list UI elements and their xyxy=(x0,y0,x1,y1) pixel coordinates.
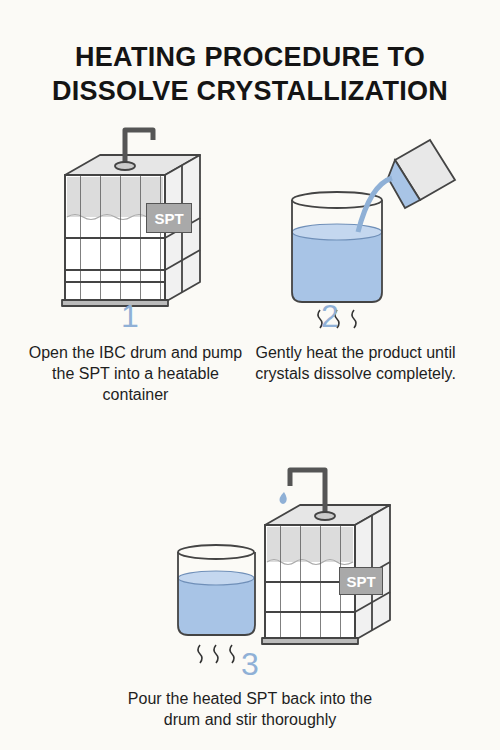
panel-text: SPT xyxy=(346,573,375,590)
beaker xyxy=(292,192,382,302)
ibc-tank xyxy=(262,470,390,644)
beaker xyxy=(178,545,255,635)
panel-text: SPT xyxy=(154,210,183,227)
label-panel: SPT xyxy=(339,567,383,595)
step-text: Gently heat the product until crystals d… xyxy=(248,342,463,384)
title: HEATING PROCEDURE TO DISSOLVE CRYSTALLIZ… xyxy=(30,40,470,108)
heat-waves xyxy=(198,645,234,663)
step-text: Open the IBC drum and pump the SPT into … xyxy=(28,342,243,405)
step-text: Pour the heated SPT back into the drum a… xyxy=(115,688,385,730)
step-number: 1 xyxy=(121,298,139,334)
step-number: 2 xyxy=(321,298,339,334)
pouring-jug xyxy=(358,140,455,232)
label-panel: SPT xyxy=(146,203,192,233)
ibc-tank xyxy=(62,130,200,306)
step-number: 3 xyxy=(241,646,259,682)
